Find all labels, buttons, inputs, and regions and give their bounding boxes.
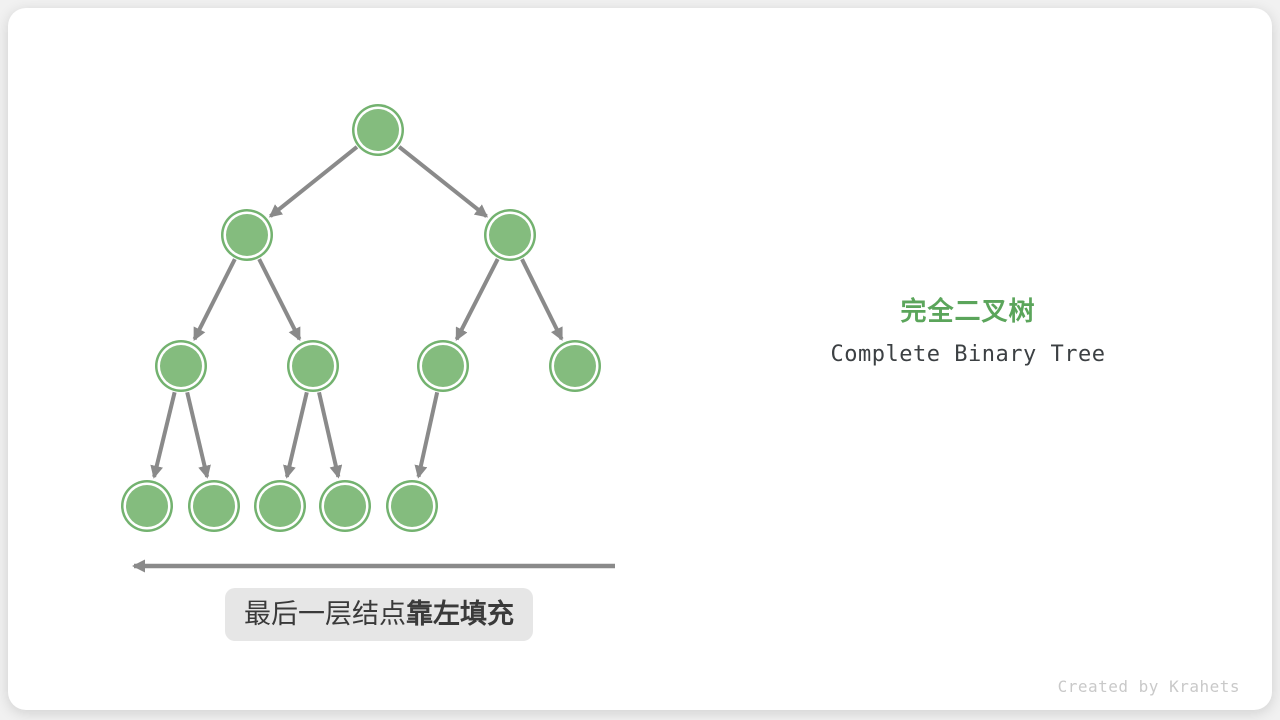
caption-text-bold: 靠左填充 <box>406 599 514 630</box>
tree-edge <box>520 258 564 341</box>
tree-edge <box>283 391 309 479</box>
title-en: Complete Binary Tree <box>830 342 1106 368</box>
title-block: 完全二叉树 Complete Binary Tree <box>818 297 1118 367</box>
tree-edge <box>268 145 359 218</box>
tree-node <box>121 480 173 532</box>
title-zh: 完全二叉树 <box>900 297 1036 327</box>
caption-box: 最后一层结点靠左填充 <box>225 588 533 641</box>
caption-text-normal: 最后一层结点 <box>244 599 406 630</box>
tree-node <box>484 209 536 261</box>
tree-node <box>352 104 404 156</box>
tree-edge <box>414 391 440 479</box>
tree-node <box>188 480 240 532</box>
tree-node <box>386 480 438 532</box>
tree-node <box>155 340 207 392</box>
tree-edge <box>317 391 343 479</box>
tree-nodes <box>121 104 601 532</box>
tree-edge <box>454 258 500 342</box>
tree-node <box>319 480 371 532</box>
tree-node <box>221 209 273 261</box>
tree-edge <box>185 391 211 479</box>
tree-edge <box>257 258 302 341</box>
tree-edge <box>150 391 177 479</box>
watermark-credit: Created by Krahets <box>1057 677 1240 696</box>
tree-edge <box>192 258 237 341</box>
tree-edges <box>150 145 564 479</box>
tree-node <box>417 340 469 392</box>
tree-node <box>254 480 306 532</box>
tree-edge <box>397 145 489 218</box>
tree-node <box>549 340 601 392</box>
canvas-card <box>8 8 1272 710</box>
tree-node <box>287 340 339 392</box>
